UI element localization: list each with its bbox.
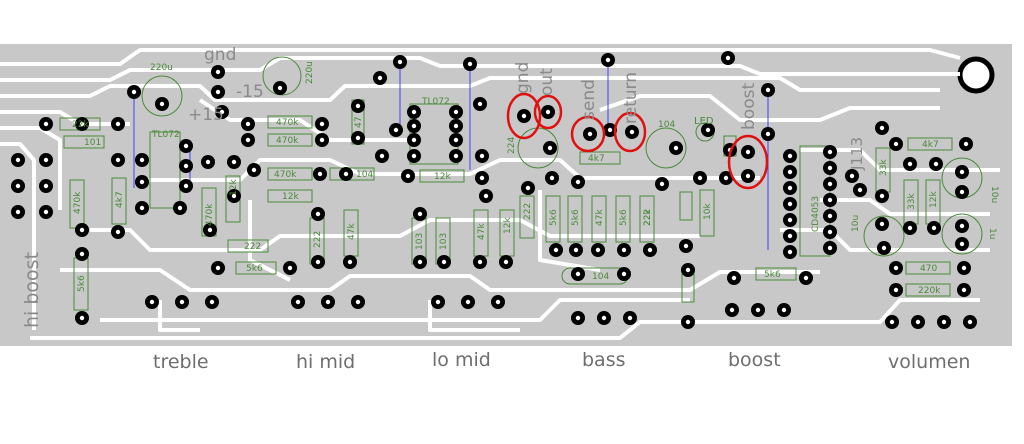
label-1u: 1u [987, 228, 997, 239]
label-220k: 220k [918, 286, 941, 296]
label-12k-d: 12k [503, 217, 513, 234]
label-470k-d: 470k [73, 191, 83, 214]
label-5k6-d: 5k6 [571, 209, 581, 226]
knob-label-lo-mid: lo mid [432, 349, 491, 371]
label-j113: J113 [848, 137, 866, 171]
label-hi-boost: hi boost [21, 252, 43, 328]
label-47k-b: 47k [477, 223, 487, 240]
label-out: out [537, 68, 557, 96]
label-47k-a: 47k [347, 223, 357, 240]
label-47k-c: 47k [595, 209, 605, 226]
label-send: send [579, 79, 599, 120]
label-12k-b: 12k [282, 192, 299, 202]
label-4k7-b: 4k7 [588, 154, 605, 164]
knob-label-hi-mid: hi mid [296, 351, 355, 373]
label-12k-c: 12k [434, 172, 451, 182]
label-470k-c: 470k [274, 170, 297, 180]
label-470k-e: 470k [205, 203, 215, 226]
mounting-hole [957, 56, 995, 94]
label-103-a: 103 [415, 233, 425, 250]
label-470k-b: 470k [276, 136, 299, 146]
label-ic2: TL072 [421, 97, 450, 107]
label-47: 47 [354, 117, 364, 128]
label-10k: 10k [703, 203, 713, 220]
send-highlight [570, 115, 606, 153]
label-ic3: CD4053 [811, 196, 821, 232]
label-220u-b: 220u [305, 61, 315, 84]
connector-highlights [506, 92, 769, 190]
label-10u-a: 10u [989, 186, 999, 203]
label-33k-a: 33k [879, 159, 889, 176]
label-470: 470 [920, 264, 937, 274]
label-104-b: 104 [658, 120, 675, 130]
label-boost-connector: boost [739, 83, 759, 130]
knob-label-bass: bass [582, 349, 626, 371]
label-minus15: -15 [236, 82, 264, 102]
label-12k-e: 12k [929, 191, 939, 208]
label-224: 224 [507, 137, 517, 154]
label-22k-b: 22k [643, 209, 653, 226]
label-222-a: 222 [244, 242, 261, 252]
label-gnd: gnd [513, 62, 533, 94]
label-470k-a: 470k [276, 118, 299, 128]
label-101: 101 [84, 138, 101, 148]
label-4k7-c: 4k7 [922, 140, 939, 150]
label-22k: 22k [72, 120, 89, 130]
component-labels: 220u 220u TL072 TL072 CD4053 22k 101 470… [72, 61, 999, 296]
label-12k-a: 12k [229, 179, 239, 196]
label-led: LED [694, 116, 714, 127]
label-5k6-b: 5k6 [246, 264, 263, 274]
out-highlight [533, 94, 563, 130]
knob-label-boost: boost [728, 349, 781, 371]
label-plus15: +15 [188, 105, 224, 125]
label-5k6-f: 5k6 [764, 270, 781, 280]
jumper-wires [133, 60, 769, 250]
label-gnd-top: gnd [204, 45, 236, 65]
label-5k6-c: 5k6 [549, 209, 559, 226]
label-4k7-a: 4k7 [115, 191, 125, 208]
label-103-b: 103 [439, 233, 449, 250]
knob-label-treble: treble [153, 351, 209, 373]
label-222-d: 222 [643, 209, 653, 226]
gnd-highlight [506, 92, 542, 140]
label-ic1: TL072 [151, 130, 180, 140]
label-220u: 220u [150, 63, 173, 73]
label-104-a: 104 [356, 170, 373, 180]
boost-highlight [727, 134, 769, 190]
pcb-board [0, 44, 1012, 346]
label-33k-b: 33k [907, 193, 917, 210]
return-highlight [613, 111, 647, 153]
label-5k6-a: 5k6 [77, 275, 87, 292]
label-10u-b: 10u [851, 215, 861, 232]
label-5k6-e: 5k6 [619, 209, 629, 226]
label-222-c: 222 [523, 203, 533, 220]
knob-label-volumen: volumen [888, 351, 970, 373]
label-return: return [621, 72, 641, 124]
label-222-b: 222 [313, 231, 323, 248]
label-104-c: 104 [592, 272, 609, 282]
